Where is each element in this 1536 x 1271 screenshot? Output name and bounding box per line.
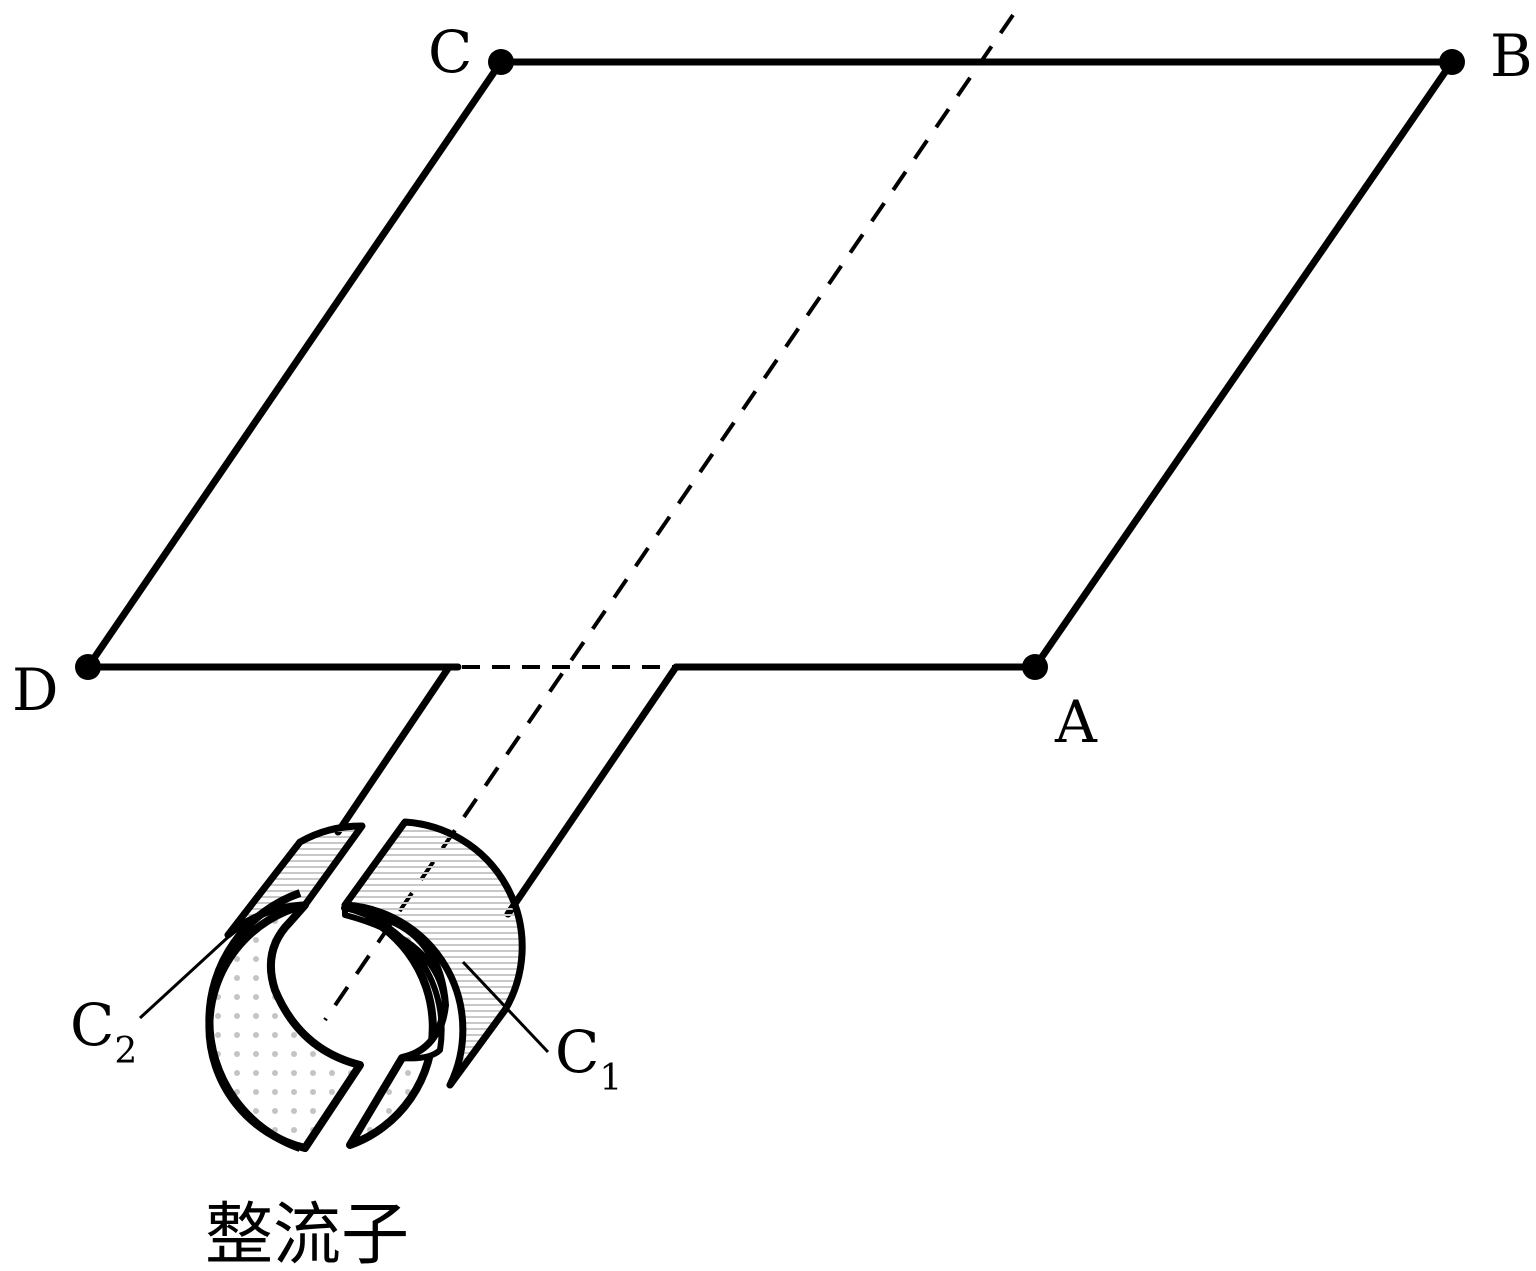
commutator-c2-label: C2 bbox=[70, 991, 137, 1072]
vertex-d-dot bbox=[75, 654, 101, 680]
vertex-b-label: B bbox=[1490, 22, 1533, 90]
c1-leader-line bbox=[461, 960, 550, 1054]
vertex-a-dot bbox=[1022, 654, 1048, 680]
vertex-d-label: D bbox=[12, 656, 59, 724]
c2-leader-line bbox=[138, 926, 240, 1020]
vertex-a-label: A bbox=[1054, 688, 1098, 756]
commutator-c2-outline bbox=[205, 889, 302, 1152]
commutator-c1-inner-face bbox=[342, 905, 448, 1062]
commutator-title: 整流子 bbox=[205, 1196, 409, 1271]
rotation-axis-dashed bbox=[323, 13, 1015, 1022]
vertex-dots bbox=[75, 49, 1465, 680]
vertex-c-dot bbox=[488, 49, 514, 75]
vertex-c-label: C bbox=[428, 18, 472, 86]
commutator bbox=[205, 818, 526, 1152]
commutator-c1-label: C1 bbox=[555, 1018, 622, 1099]
vertex-b-dot bbox=[1439, 49, 1465, 75]
lead-wire-right bbox=[504, 663, 680, 918]
coil-loop bbox=[84, 58, 1456, 918]
edge-cd bbox=[84, 58, 505, 671]
edge-ba bbox=[1031, 58, 1456, 671]
lead-wire-left bbox=[334, 663, 453, 836]
